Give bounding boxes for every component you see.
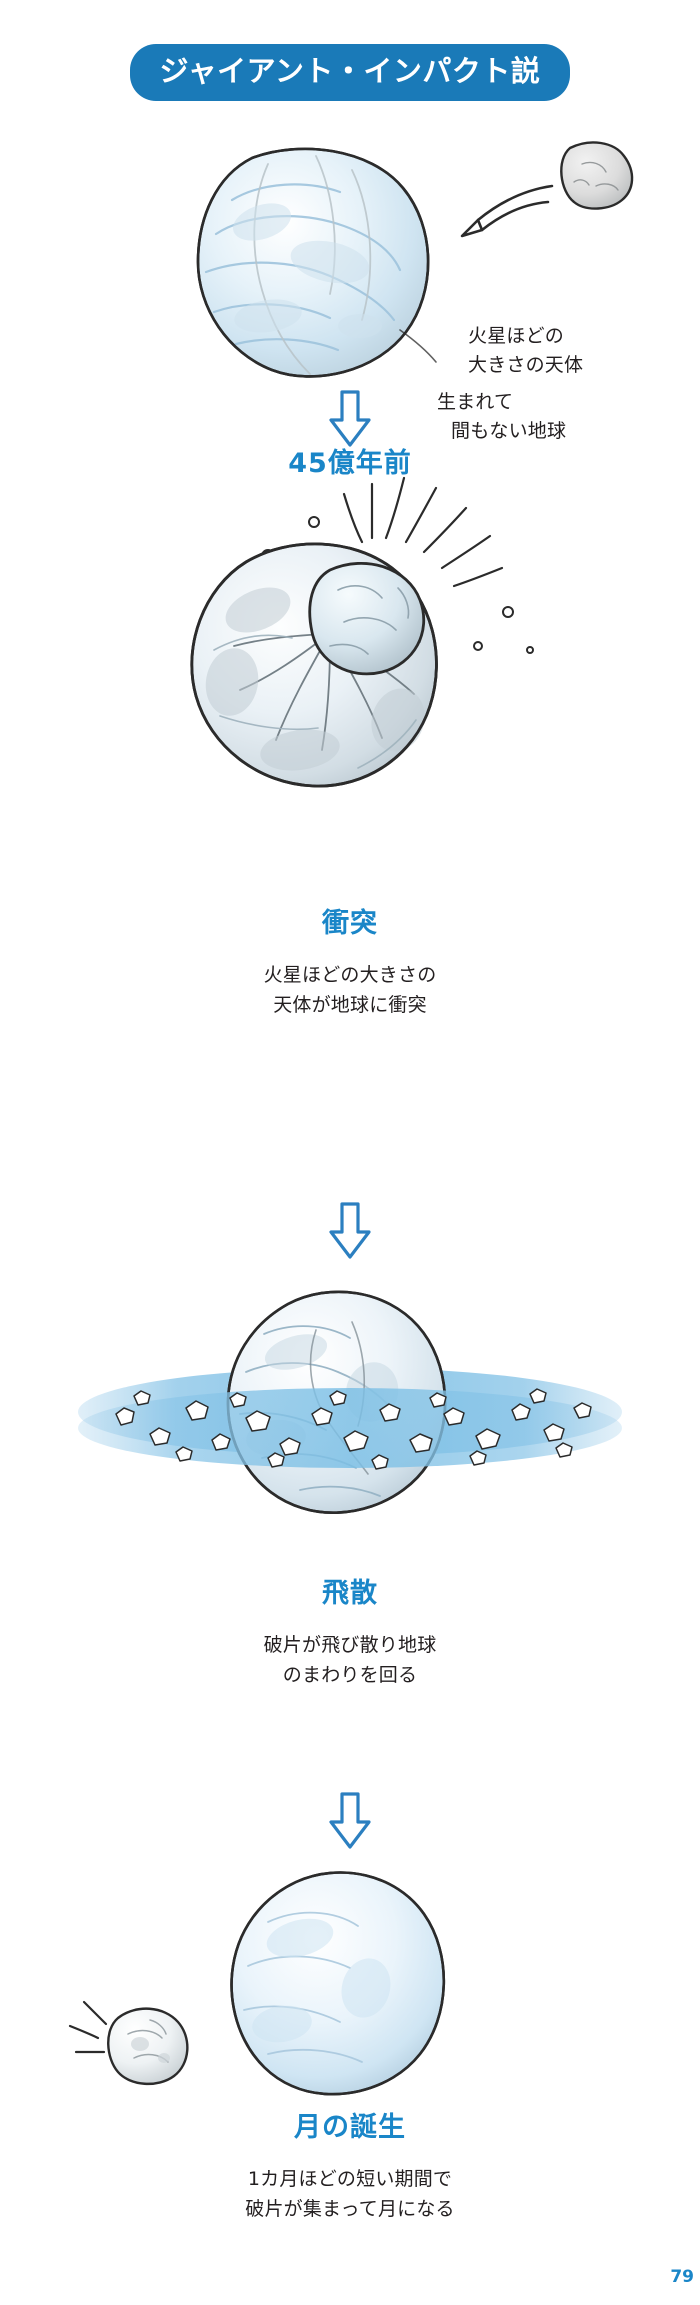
stage-3-heading: 飛散: [322, 1578, 378, 1609]
arrow-2: [0, 1200, 700, 1262]
moon-motion-lines: [68, 2000, 108, 2054]
arrow-down-icon: [329, 1202, 371, 1259]
earth-and-moon-illustration: [68, 1871, 446, 2096]
arrow-3: [0, 1790, 700, 1852]
title-banner-container: ジャイアント・インパクト説: [0, 44, 700, 102]
earth-body: [196, 147, 430, 378]
debris-fragments: [115, 1388, 592, 1470]
earth-body-final: [230, 1871, 446, 2096]
arrow-down-icon: [329, 390, 371, 447]
stage-1-illustration: [0, 130, 700, 460]
impactor-rock-colliding: [308, 561, 426, 676]
stage-2-illustration: [0, 450, 700, 930]
impactor-label: 火星ほどの 大きさの天体: [468, 325, 584, 376]
stage-1-heading: 45億年前: [288, 448, 412, 479]
young-earth-illustration: [196, 141, 634, 378]
impact-shock-lines: [342, 476, 504, 588]
stage-1: 火星ほどの 大きさの天体 生まれて 間もない地球 45億年前: [0, 130, 700, 480]
stage-3-description: 破片が飛び散り地球 のまわりを回る: [263, 1634, 437, 1687]
stage-3-illustration: [0, 1268, 700, 1568]
page-number: 79: [670, 2267, 694, 2287]
stage-4-heading: 月の誕生: [294, 2112, 406, 2143]
stage-2-heading: 衝突: [322, 908, 378, 939]
impact-direction-arrow-icon: [460, 184, 554, 238]
page-title: ジャイアント・インパクト説: [129, 44, 571, 102]
moon-body: [107, 2007, 189, 2086]
debris-ring-illustration: [78, 1290, 622, 1515]
stage-4-illustration: [0, 1860, 700, 2110]
stage-4-description: 1カ月ほどの短い期間で 破片が集まって月になる: [245, 2168, 455, 2221]
impact-collision-illustration: [190, 476, 534, 788]
impactor-rock: [560, 141, 634, 210]
earth-label-leader-line: [399, 329, 437, 363]
arrow-1: [0, 388, 700, 450]
stage-2-description: 火星ほどの大きさの 天体が地球に衝突: [263, 964, 437, 1017]
stage-2: 衝突 火星ほどの大きさの 天体が地球に衝突: [0, 450, 700, 1020]
earth-label: 生まれて 間もない地球: [437, 391, 567, 442]
arrow-down-icon: [329, 1792, 371, 1849]
stage-4: 月の誕生 1カ月ほどの短い期間で 破片が集まって月になる: [0, 1860, 700, 2224]
stage-3: 飛散 破片が飛び散り地球 のまわりを回る: [0, 1268, 700, 1690]
